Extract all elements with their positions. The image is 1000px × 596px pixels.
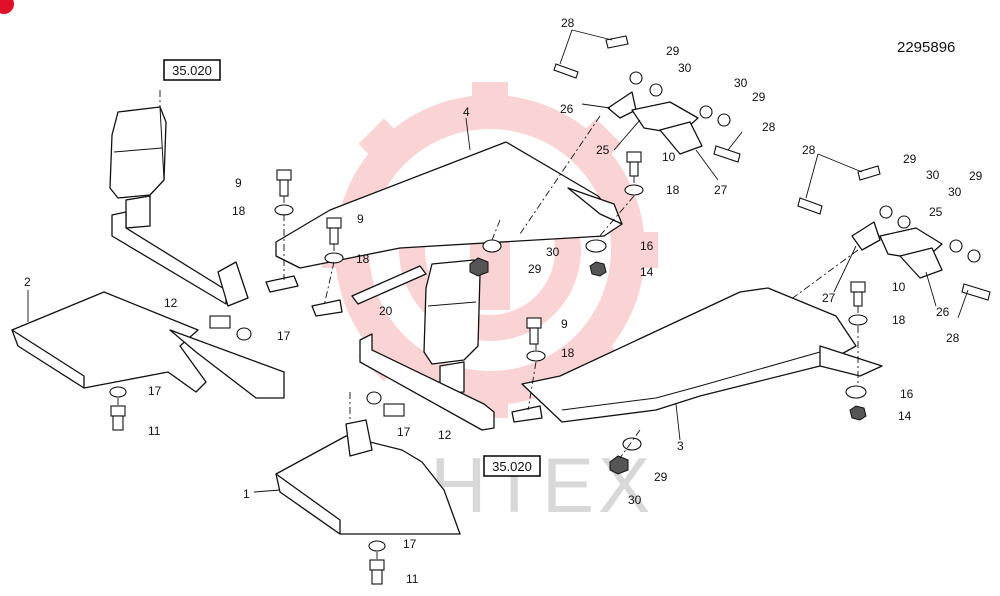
label-29f: 29 xyxy=(654,470,668,484)
label-12a: 12 xyxy=(164,296,178,310)
frame-rail-lower xyxy=(359,333,495,431)
label-30d: 30 xyxy=(948,185,962,199)
label-28c: 28 xyxy=(802,143,816,157)
bracket-27-upper xyxy=(659,121,703,155)
label-30e: 30 xyxy=(546,245,560,259)
label-18a: 18 xyxy=(232,204,246,218)
label-12b: 12 xyxy=(438,428,452,442)
label-29a: 29 xyxy=(666,44,680,58)
panel-3 xyxy=(521,287,883,423)
pedal-bracket-lower xyxy=(797,165,991,301)
document-number: 2295896 xyxy=(897,39,955,56)
pedal-bracket-upper xyxy=(553,35,741,163)
label-10a: 10 xyxy=(662,150,676,164)
label-3: 3 xyxy=(677,439,684,453)
label-28b: 28 xyxy=(762,120,776,134)
seat-assembly-lower xyxy=(359,259,495,431)
label-9b: 9 xyxy=(357,212,364,226)
small-plates xyxy=(265,265,543,423)
label-17b: 17 xyxy=(148,384,162,398)
label-30a: 30 xyxy=(678,61,692,75)
label-25a: 25 xyxy=(596,143,610,157)
label-27a: 27 xyxy=(714,183,728,197)
label-18c: 18 xyxy=(666,183,680,197)
label-30b: 30 xyxy=(734,76,748,90)
reference-box-lower: 35.020 xyxy=(483,455,541,477)
label-26a: 26 xyxy=(560,102,574,116)
hardware xyxy=(109,151,868,585)
frame-bracket-upper xyxy=(217,261,249,307)
label-18e: 18 xyxy=(892,313,906,327)
bracket-27-lower xyxy=(899,247,943,279)
label-18b: 18 xyxy=(356,252,370,266)
label-17d: 17 xyxy=(403,537,417,551)
reference-box-upper: 35.020 xyxy=(163,59,221,81)
label-29d: 29 xyxy=(969,169,983,183)
label-2: 2 xyxy=(24,275,31,289)
panel-3-plate xyxy=(521,287,857,423)
label-9a: 9 xyxy=(235,176,242,190)
label-18d: 18 xyxy=(561,346,575,360)
label-11a: 11 xyxy=(148,424,161,438)
panel-4 xyxy=(275,141,623,269)
label-4: 4 xyxy=(463,105,470,119)
seat-assembly-upper xyxy=(109,106,249,307)
leader-lines xyxy=(27,29,969,493)
label-9c: 9 xyxy=(561,317,568,331)
pin-20 xyxy=(351,265,427,305)
label-10b: 10 xyxy=(892,280,906,294)
label-29e: 29 xyxy=(528,262,542,276)
label-26b: 26 xyxy=(936,305,950,319)
label-27b: 27 xyxy=(822,291,836,305)
assembly-lines xyxy=(117,90,859,560)
part-labels: 1 2 3 4 9 9 9 10 10 11 11 12 12 14 14 16… xyxy=(24,16,983,586)
label-14a: 14 xyxy=(640,265,654,279)
label-20: 20 xyxy=(379,304,393,318)
label-29c: 29 xyxy=(903,152,917,166)
cover-1-bracket xyxy=(345,419,373,457)
label-29b: 29 xyxy=(752,90,766,104)
seat-upper xyxy=(109,106,167,199)
label-1: 1 xyxy=(243,487,250,501)
label-25b: 25 xyxy=(929,205,943,219)
label-30c: 30 xyxy=(926,168,940,182)
label-28d: 28 xyxy=(946,331,960,345)
label-28a: 28 xyxy=(561,16,575,30)
label-16b: 16 xyxy=(900,387,914,401)
reference-label-upper: 35.020 xyxy=(172,63,212,78)
seat-lower xyxy=(423,259,481,365)
seat-post-upper xyxy=(125,195,151,229)
label-17c: 17 xyxy=(397,425,411,439)
cover-1 xyxy=(275,419,461,535)
label-11b: 11 xyxy=(406,572,419,586)
label-14b: 14 xyxy=(898,409,912,423)
label-30f: 30 xyxy=(628,493,642,507)
label-17a: 17 xyxy=(277,329,291,343)
label-16a: 16 xyxy=(640,239,654,253)
reference-label-lower: 35.020 xyxy=(492,459,532,474)
frame-arm-upper xyxy=(169,329,285,399)
cover-2 xyxy=(11,291,285,399)
corner-marker xyxy=(0,0,14,14)
